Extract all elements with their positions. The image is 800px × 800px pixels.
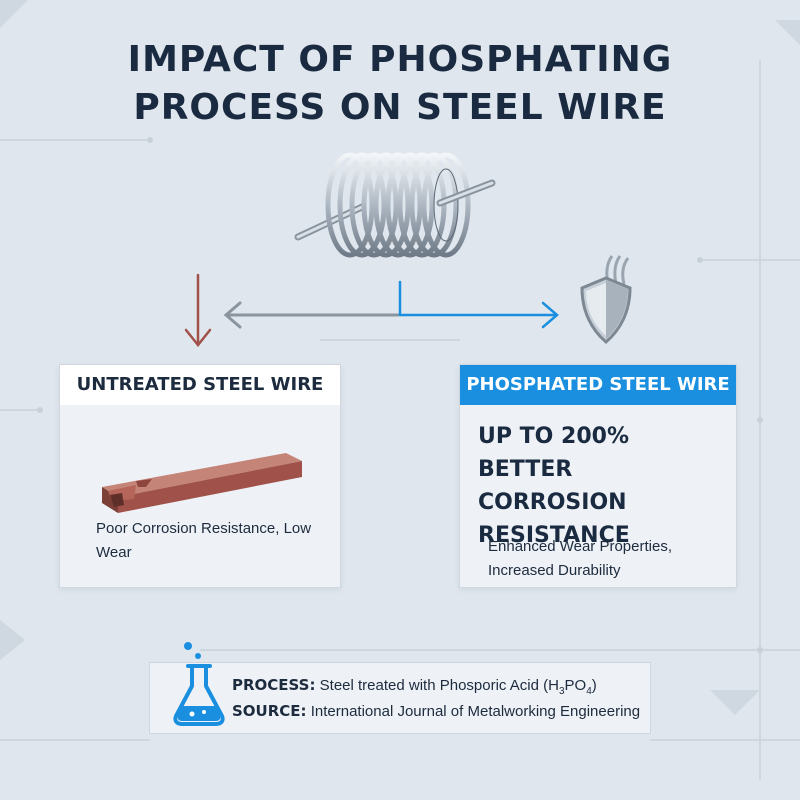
untreated-heading: UNTREATED STEEL WIRE: [60, 365, 340, 405]
source-text: International Journal of Metalworking En…: [310, 703, 641, 720]
untreated-description: Poor Corrosion Resistance, Low Wear: [96, 520, 312, 561]
phosphated-heading: PHOSPHATED STEEL WIRE: [460, 365, 736, 405]
untreated-card: UNTREATED STEEL WIRE Poor Corrosion Resi…: [60, 365, 340, 587]
phosphated-card: PHOSPHATED STEEL WIRE UP TO 200% BETTER …: [460, 365, 736, 587]
corrosion-highlight: UP TO 200% BETTER CORROSION RESISTANCE: [478, 424, 630, 548]
source-label: SOURCE:: [232, 702, 307, 720]
process-sub-1: 3: [558, 686, 565, 697]
process-line: PROCESS: Steel treated with Phosporic Ac…: [232, 676, 642, 697]
page-title: IMPACT OF PHOSPHATING PROCESS ON STEEL W…: [127, 39, 673, 128]
process-sub-2: 4: [586, 686, 592, 697]
process-label: PROCESS:: [232, 676, 316, 694]
process-text-3: ): [591, 677, 597, 694]
shield-icon: [580, 255, 632, 344]
process-text-1: Steel treated with Phosporic Acid (H: [319, 677, 559, 694]
source-line: SOURCE: International Journal of Metalwo…: [232, 702, 642, 720]
rusty-bar-icon: [102, 453, 302, 513]
process-text-2: PO: [564, 677, 587, 694]
wire-coil-icon: [294, 152, 496, 258]
process-source-box: PROCESS: Steel treated with Phosporic Ac…: [150, 663, 650, 733]
flask-icon: [173, 642, 225, 726]
phosphated-description: Enhanced Wear Properties, Increased Dura…: [488, 538, 672, 579]
